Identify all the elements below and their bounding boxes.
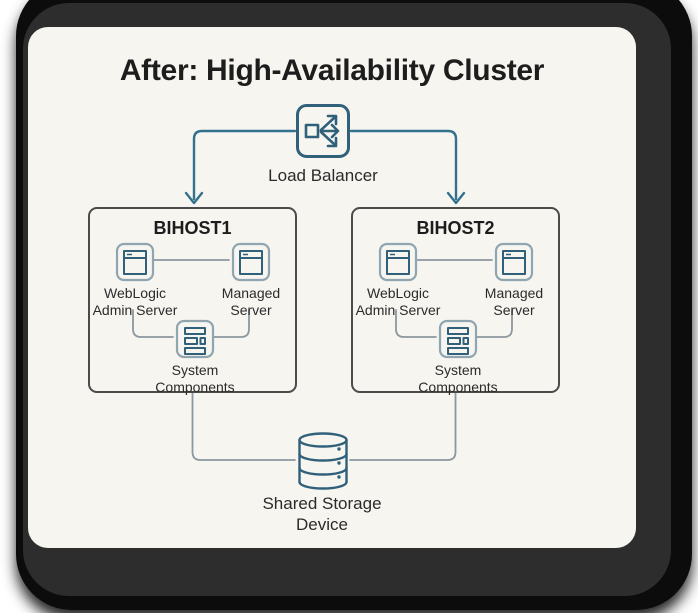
- host-name: BIHOST2: [416, 218, 495, 238]
- bihost1-managed-syscomp-connector: [212, 309, 250, 338]
- admin-server-label: WebLogic Admin Server: [92, 285, 178, 318]
- host-box-bihost2: BIHOST2 WebLogic Admin Server Managed Se…: [351, 207, 560, 395]
- bihost2-managed-syscomp-connector: [475, 309, 513, 338]
- app-window-icon: [115, 242, 155, 282]
- managed-server-label: Managed Server: [484, 285, 544, 318]
- lb-to-bihost2-arrowhead: [446, 191, 466, 205]
- app-window-icon: [378, 242, 418, 282]
- page-title: After: High-Availability Cluster: [119, 54, 545, 87]
- app-window-icon: [231, 242, 271, 282]
- system-components-label: System Components: [418, 362, 498, 395]
- bihost2-admin-syscomp-connector: [395, 309, 437, 338]
- layout-blocks-icon: [438, 319, 478, 359]
- app-window-icon: [494, 242, 534, 282]
- lb-to-bihost1-arrowhead: [184, 191, 204, 205]
- managed-server-label: Managed Server: [221, 285, 281, 318]
- system-components-label: System Components: [155, 362, 235, 395]
- connector-overlay: [132, 129, 513, 461]
- host-name: BIHOST1: [153, 218, 232, 238]
- bihost2-storage-connector: [349, 392, 457, 461]
- host-box-bihost1: BIHOST1 WebLogic Admin Server Managed Se…: [88, 207, 297, 395]
- load-balancer-label: Load Balancer: [268, 166, 378, 185]
- bihost1-storage-connector: [191, 392, 296, 461]
- diagram-card: After: High-Availability Cluster Load Ba…: [28, 27, 636, 548]
- lb-to-bihost1-connector: [192, 129, 297, 201]
- lb-to-bihost2-connector: [349, 129, 458, 201]
- layout-blocks-icon: [175, 319, 215, 359]
- database-cylinder-icon: [296, 431, 350, 491]
- shared-storage-label: Shared Storage Device: [262, 494, 382, 534]
- load-balancer-icon: [295, 103, 351, 159]
- bihost1-admin-syscomp-connector: [132, 309, 174, 338]
- admin-server-label: WebLogic Admin Server: [355, 285, 441, 318]
